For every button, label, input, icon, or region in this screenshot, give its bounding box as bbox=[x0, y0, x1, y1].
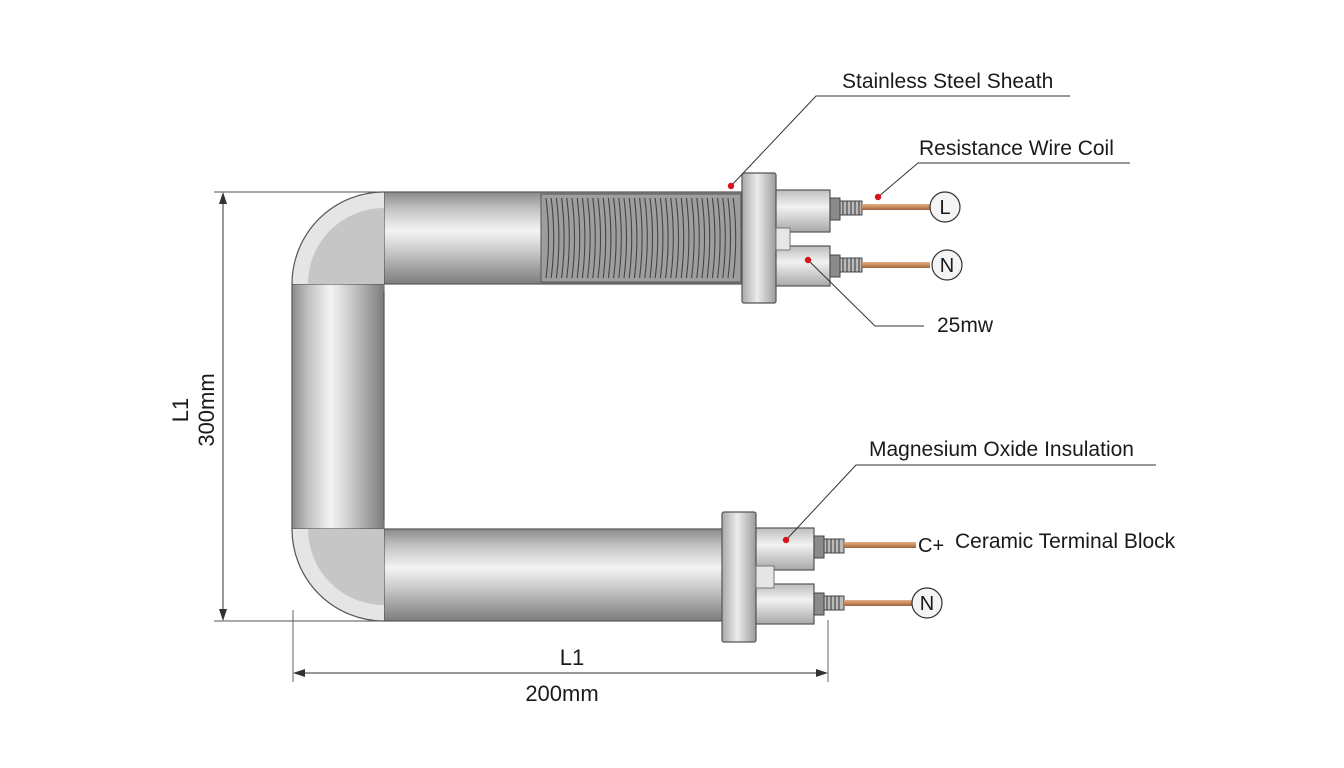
coil-winding bbox=[550, 197, 555, 279]
bottom-terminal-assembly bbox=[721, 511, 916, 643]
coil-winding bbox=[701, 197, 706, 279]
coil-winding bbox=[706, 197, 711, 279]
label-insulation: Magnesium Oxide Insulation bbox=[869, 438, 1134, 461]
coil-winding bbox=[633, 197, 638, 279]
label-sheath: Stainless Steel Sheath bbox=[842, 70, 1053, 93]
coil-winding bbox=[571, 197, 576, 279]
coil-winding bbox=[654, 197, 659, 279]
width-dimension: L1 200mm bbox=[292, 610, 829, 706]
coil-winding bbox=[639, 197, 643, 279]
coil-winding bbox=[696, 197, 700, 279]
coil-winding bbox=[576, 197, 581, 279]
coil-winding bbox=[732, 197, 737, 279]
coil-winding bbox=[685, 197, 690, 279]
terminal-marker-l: L bbox=[929, 191, 961, 223]
coil-winding bbox=[555, 197, 560, 279]
label-terminal-block: Ceramic Terminal Block bbox=[955, 530, 1176, 553]
svg-text:L: L bbox=[939, 197, 950, 219]
coil-winding bbox=[665, 197, 669, 279]
leader-lines bbox=[730, 95, 1156, 541]
coil-winding bbox=[649, 197, 654, 279]
coil-winding bbox=[644, 197, 648, 279]
coil-winding bbox=[545, 197, 550, 279]
coil-winding bbox=[618, 197, 622, 279]
terminal-marker-c-plus: C+ bbox=[918, 535, 944, 557]
coil-winding bbox=[722, 197, 726, 279]
terminal-marker-n: N bbox=[931, 249, 963, 281]
coil-winding bbox=[711, 197, 716, 279]
height-dimension-value: 300mm bbox=[194, 373, 219, 446]
top-terminal-assembly bbox=[741, 172, 930, 304]
svg-text:N: N bbox=[920, 593, 934, 615]
screw-icon bbox=[829, 254, 863, 278]
coil-winding bbox=[613, 197, 617, 279]
coil-winding bbox=[566, 197, 570, 279]
screw-icon bbox=[813, 592, 845, 616]
height-dimension: L1 300mm bbox=[168, 191, 384, 622]
resistance-wire-coil bbox=[540, 193, 742, 283]
screw-icon bbox=[813, 535, 845, 559]
screw-icon bbox=[829, 197, 863, 221]
coil-winding bbox=[628, 197, 633, 279]
coil-winding bbox=[670, 197, 674, 279]
height-dimension-label: L1 bbox=[168, 398, 193, 422]
coil-winding bbox=[581, 197, 586, 279]
label-power: 25mw bbox=[937, 314, 994, 337]
copper-lead bbox=[862, 204, 930, 210]
coil-winding bbox=[659, 197, 664, 279]
coil-winding bbox=[623, 197, 628, 279]
coil-winding bbox=[607, 197, 612, 279]
copper-lead bbox=[844, 542, 916, 548]
label-coil: Resistance Wire Coil bbox=[919, 137, 1114, 160]
copper-lead bbox=[844, 600, 912, 606]
marker-dots bbox=[727, 182, 882, 544]
stainless-steel-sheath bbox=[291, 191, 745, 622]
coil-winding bbox=[717, 197, 721, 279]
coil-winding bbox=[727, 197, 732, 279]
terminal-marker-n-bottom: N bbox=[911, 587, 943, 619]
width-dimension-label: L1 bbox=[560, 645, 584, 670]
coil-winding bbox=[675, 197, 680, 279]
coil-winding bbox=[587, 197, 591, 279]
width-dimension-value: 200mm bbox=[525, 681, 598, 706]
coil-winding bbox=[680, 197, 685, 279]
coil-winding bbox=[592, 197, 596, 279]
coil-winding bbox=[602, 197, 607, 279]
copper-lead bbox=[862, 262, 930, 268]
coil-winding bbox=[691, 197, 695, 279]
coil-winding bbox=[561, 197, 565, 279]
svg-text:N: N bbox=[940, 255, 954, 277]
coil-winding bbox=[597, 197, 602, 279]
